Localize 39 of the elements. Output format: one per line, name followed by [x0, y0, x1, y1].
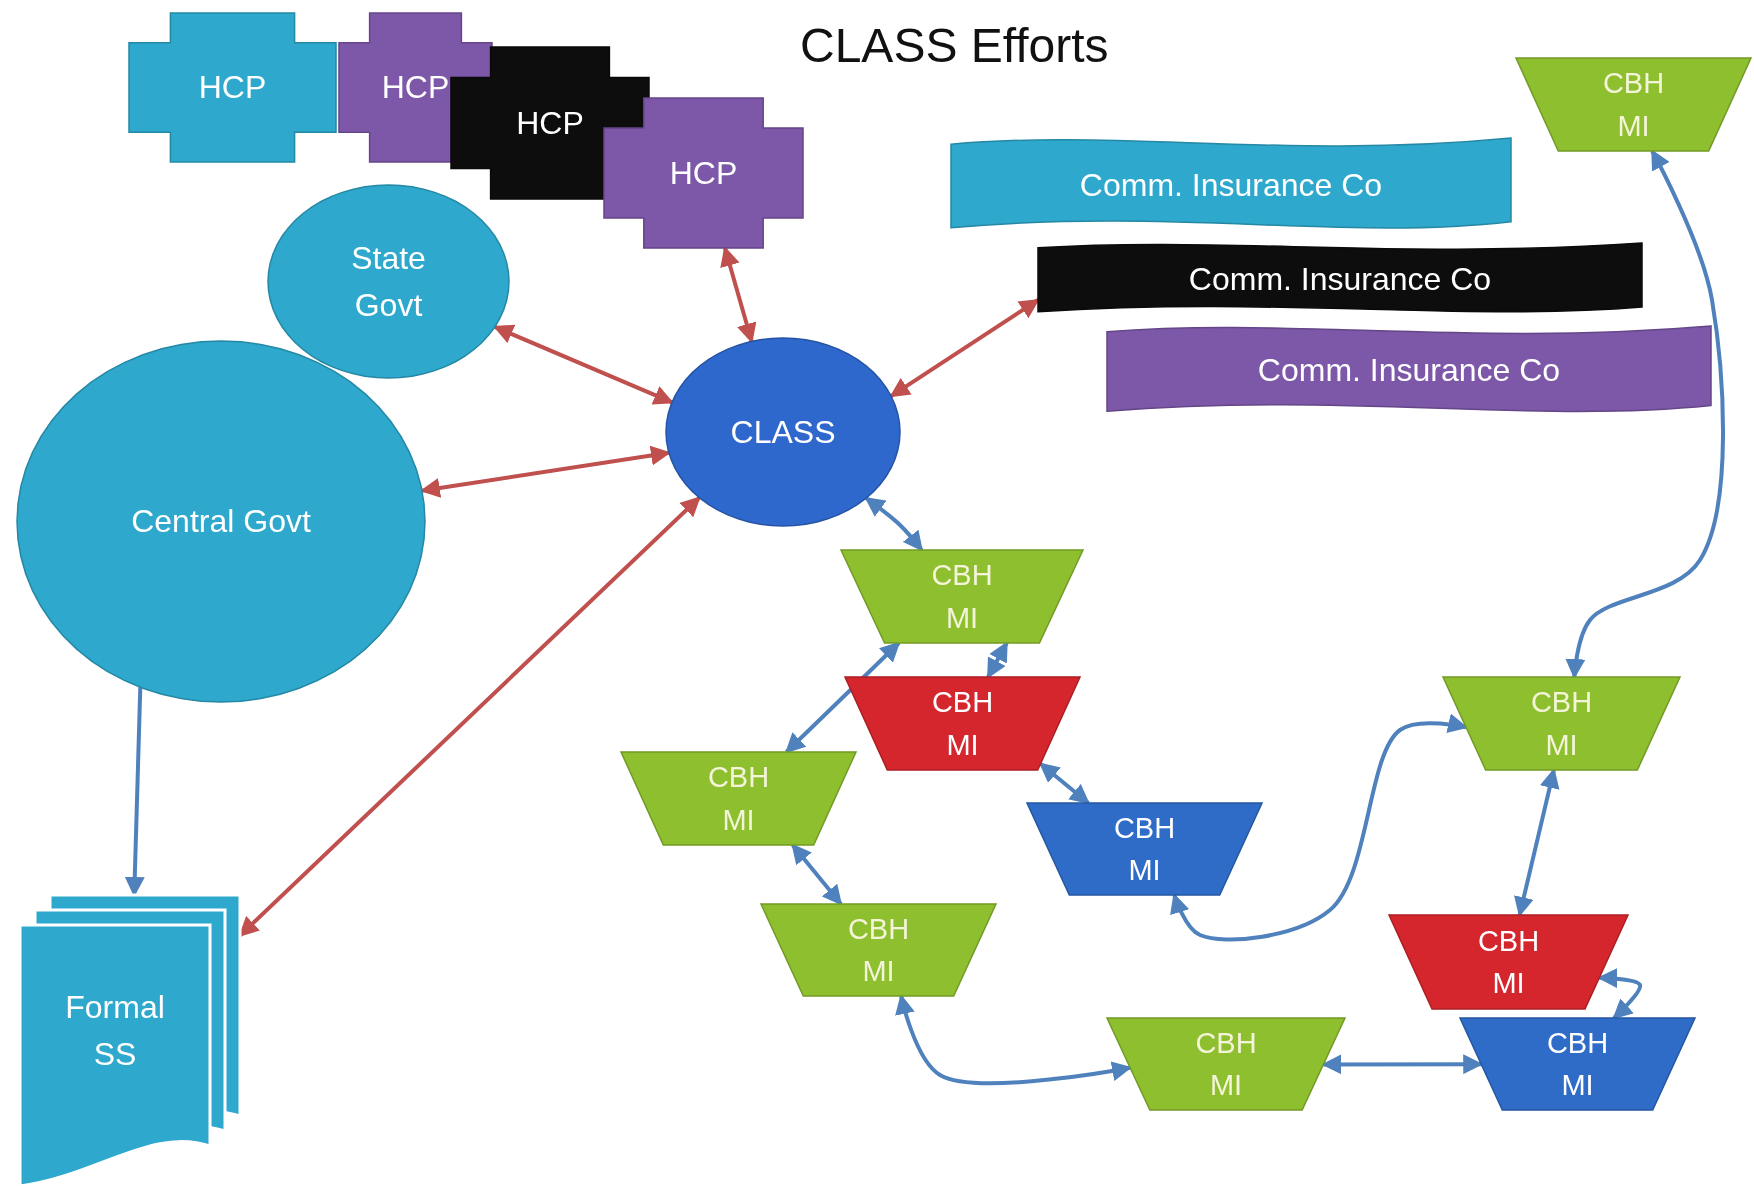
- trapezoid-node: [1107, 1018, 1345, 1110]
- cross-shape: [129, 13, 336, 162]
- trapezoid-node: [841, 550, 1083, 643]
- arrow: [1039, 762, 1090, 805]
- node-label: CBH MI: [1601, 66, 1666, 144]
- node-label: CBH MI: [1476, 923, 1541, 1001]
- document-stack: [20, 895, 240, 1186]
- trapezoid-node: [1443, 677, 1680, 770]
- trapezoid-node: [845, 677, 1080, 770]
- node-label: HCP: [198, 68, 267, 108]
- arrow: [1170, 713, 1469, 942]
- node-label: CBH MI: [1112, 810, 1177, 888]
- node-label: CBH MI: [930, 685, 995, 763]
- trapezoid-node: [1027, 803, 1262, 895]
- trapezoid-node: [621, 752, 856, 845]
- trapezoid-node: [1389, 915, 1628, 1009]
- node-label: State Govt: [350, 239, 427, 325]
- node-label: CBH MI: [706, 760, 771, 838]
- node-label: HCP: [516, 103, 584, 143]
- node-label: HCP: [381, 68, 450, 108]
- node-label: CLASS: [730, 412, 836, 452]
- node-label: Comm. Insurance Co: [1079, 165, 1383, 205]
- node-label: CBH MI: [1545, 1025, 1610, 1103]
- trapezoid-node: [1460, 1018, 1695, 1110]
- trapezoid-node: [1516, 58, 1751, 151]
- node-label: Central Govt: [131, 502, 311, 542]
- node-label: Comm. Insurance Co: [1257, 351, 1561, 391]
- arrow: [493, 324, 674, 405]
- arrow: [864, 496, 924, 552]
- diagram-title: CLASS Efforts: [800, 18, 1109, 73]
- node-label: CBH MI: [1194, 1025, 1258, 1103]
- node-label: Comm. Insurance Co: [1188, 259, 1492, 299]
- trapezoid-node: [761, 904, 996, 996]
- node-label: Formal SS: [64, 988, 166, 1074]
- node-label: CBH MI: [930, 558, 994, 636]
- node-label: CBH MI: [1529, 685, 1594, 763]
- cross-shape: [604, 98, 803, 248]
- node-label: HCP: [669, 153, 738, 193]
- node-label: CBH MI: [846, 911, 911, 989]
